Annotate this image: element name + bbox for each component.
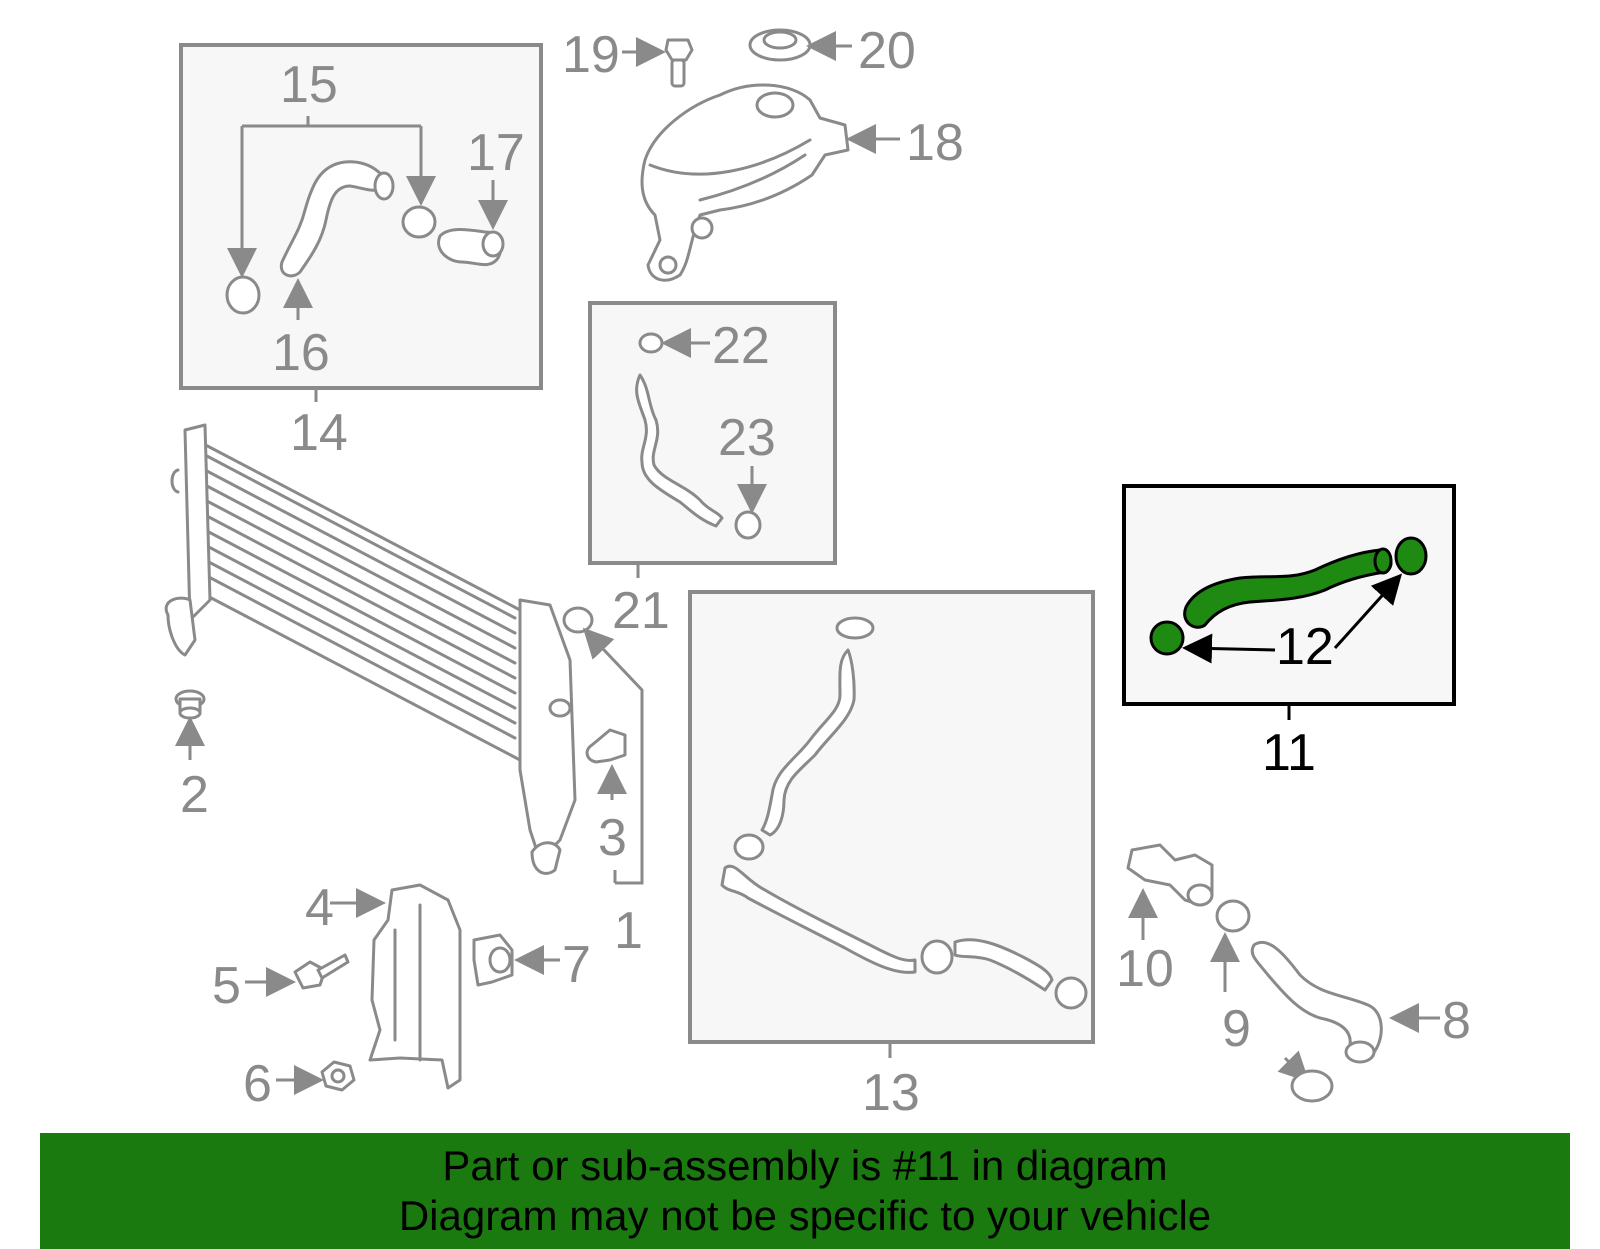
hose-8	[1250, 940, 1383, 1064]
callout-20: 20	[858, 22, 916, 80]
callout-3: 3	[598, 809, 627, 867]
callout-5: 5	[212, 957, 241, 1015]
bolt-19	[664, 38, 694, 88]
callout-4: 4	[305, 879, 334, 937]
callout-6: 6	[243, 1055, 272, 1113]
callout-22: 22	[712, 317, 770, 375]
hose-13-short	[953, 938, 1054, 992]
hose-13-upper	[760, 648, 856, 837]
clamp-9-lower	[1290, 1069, 1334, 1103]
clip-7	[472, 933, 514, 987]
callout-21: 21	[612, 582, 670, 640]
callout-18: 18	[906, 114, 964, 172]
bolt-5	[293, 953, 350, 990]
clamp-13-lower	[920, 939, 954, 975]
callout-10: 10	[1116, 940, 1174, 998]
callout-19: 19	[562, 26, 620, 84]
callout-16: 16	[272, 324, 330, 382]
clamp-22	[638, 332, 664, 354]
thermostat-housing-10	[1126, 843, 1214, 907]
clamp-13-mid	[733, 833, 765, 861]
box-11-highlighted-hose-kit: 12	[1122, 484, 1456, 706]
callout-9: 9	[1222, 1000, 1251, 1058]
clamp-15-left	[225, 275, 261, 315]
clamp-23	[734, 510, 762, 540]
box-13-hose-kit	[688, 590, 1095, 1044]
callout-12: 12	[1276, 618, 1334, 676]
callout-1: 1	[614, 902, 643, 960]
air-guard-4	[368, 883, 462, 1090]
box-21-hose-kit: 22 23	[588, 301, 837, 565]
callout-23: 23	[718, 409, 776, 467]
callout-2: 2	[180, 766, 209, 824]
radiator-1	[164, 423, 594, 875]
hose-21	[635, 373, 724, 528]
clamp-13-top	[835, 616, 875, 640]
cap-20	[748, 28, 812, 62]
box-14-upper-hose-kit: 15 17 16	[179, 43, 543, 390]
plug-2	[174, 689, 206, 720]
clamp-13-end	[1054, 976, 1088, 1010]
clamp-15-right	[401, 205, 437, 239]
callout-11: 11	[1262, 724, 1316, 782]
callout-8: 8	[1442, 992, 1471, 1050]
banner-line-2: Diagram may not be specific to your vehi…	[398, 1192, 1212, 1239]
callout-15: 15	[280, 56, 338, 114]
hose-13-lower	[720, 864, 917, 974]
clamp-12-left	[1149, 620, 1185, 656]
clamp-9-upper	[1215, 899, 1251, 933]
callout-17: 17	[467, 124, 525, 182]
clamp-12-right	[1394, 536, 1428, 576]
reservoir-18	[640, 83, 850, 282]
callout-14: 14	[290, 404, 348, 462]
banner-line-1: Part or sub-assembly is #11 in diagram	[442, 1142, 1168, 1189]
highlight-banner: Part or sub-assembly is #11 in diagram D…	[40, 1133, 1570, 1249]
nut-6	[320, 1060, 356, 1092]
hose-16	[279, 160, 390, 278]
bracket-3	[585, 728, 627, 764]
callout-13: 13	[862, 1064, 920, 1122]
callout-7: 7	[562, 936, 591, 994]
